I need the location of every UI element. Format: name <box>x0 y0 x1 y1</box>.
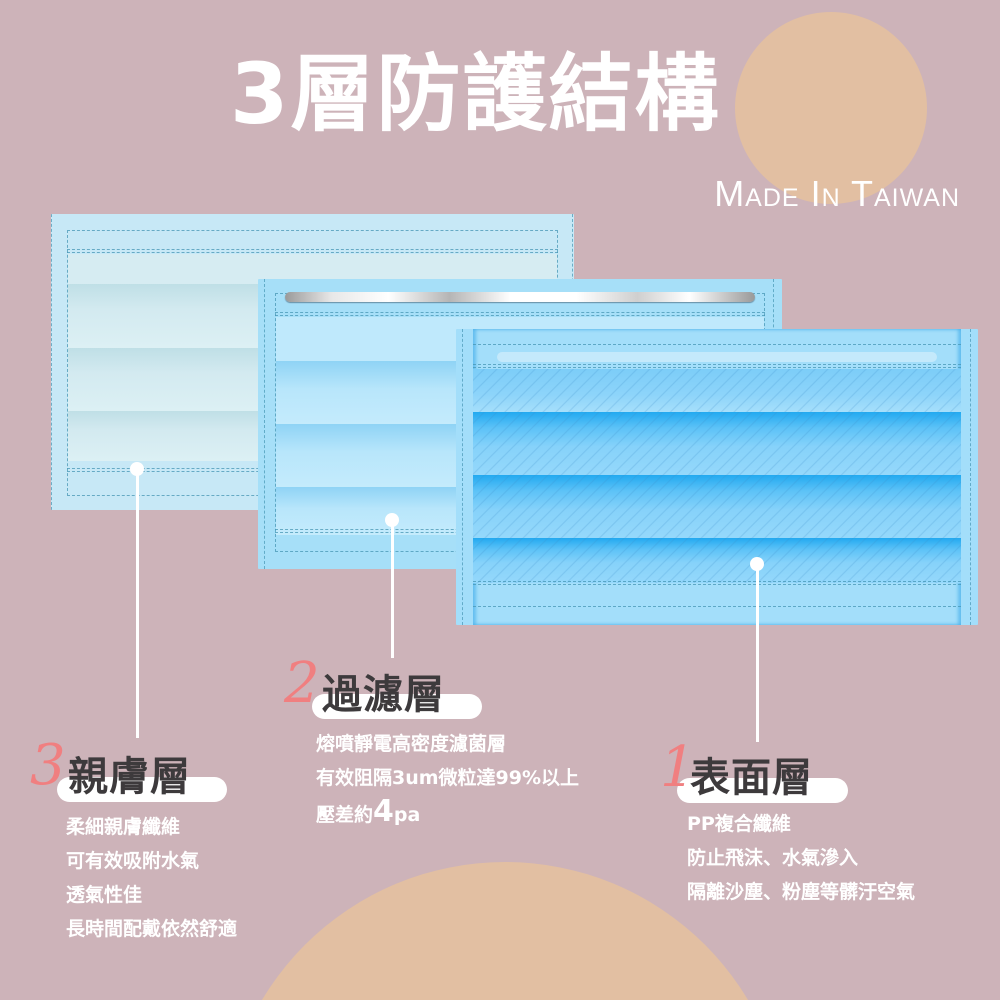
detail-line: 隔離沙塵、粉塵等髒汙空氣 <box>687 881 916 903</box>
marker-dot-layer-3 <box>130 462 144 476</box>
detail-line: 防止飛沫、水氣滲入 <box>687 847 859 869</box>
detail-line: 有效阻隔3um微粒達99%以上 <box>316 767 580 789</box>
made-in-taiwan-subtitle: Made In Taiwan <box>714 173 960 214</box>
connector-line-layer-2 <box>391 520 394 658</box>
page-title: 3層防護結構 <box>230 45 721 143</box>
layer-title-skin: 親膚層 <box>68 754 191 800</box>
layer-number-1: 1 <box>660 735 696 800</box>
connector-line-layer-1 <box>756 564 759 742</box>
detail-line: 透氣性佳 <box>66 884 143 906</box>
pressure-prefix: 壓差約 <box>316 804 374 826</box>
detail-line: PP複合纖維 <box>687 813 791 835</box>
nose-wire-icon <box>285 292 755 302</box>
layer-number-2: 2 <box>284 651 320 716</box>
detail-line: 熔噴靜電高密度濾菌層 <box>316 733 507 755</box>
decorative-circle-top <box>735 12 927 204</box>
layer-3-details: 柔細親膚纖維 可有效吸附水氣 透氣性佳 長時間配戴依然舒適 <box>66 810 237 946</box>
pressure-unit: pa <box>393 804 421 826</box>
pressure-line: 壓差約4pa <box>316 795 579 832</box>
connector-line-layer-3 <box>136 470 139 738</box>
detail-line: 長時間配戴依然舒適 <box>66 918 238 940</box>
layer-1-details: PP複合纖維 防止飛沫、水氣滲入 隔離沙塵、粉塵等髒汙空氣 <box>687 807 915 909</box>
label-pill-layer-2 <box>312 694 482 719</box>
detail-line: 柔細親膚纖維 <box>66 816 181 838</box>
layer-title-surface: 表面層 <box>690 755 813 801</box>
detail-line: 可有效吸附水氣 <box>66 850 200 872</box>
layer-title-filter: 過濾層 <box>322 672 445 718</box>
pressure-value: 4 <box>373 794 394 829</box>
layer-2-details: 熔噴靜電高密度濾菌層 有效阻隔3um微粒達99%以上 壓差約4pa <box>316 727 579 832</box>
mask-surface-layer-icon <box>456 329 978 625</box>
label-pill-layer-1 <box>677 778 848 803</box>
label-pill-layer-3 <box>57 777 227 802</box>
layer-number-3: 3 <box>30 733 66 798</box>
